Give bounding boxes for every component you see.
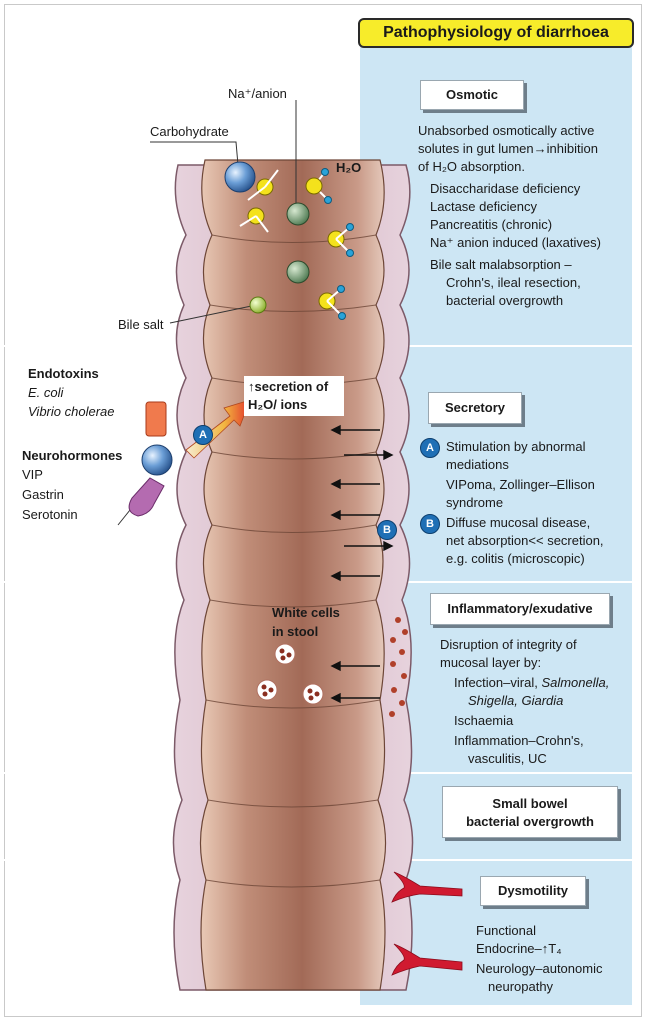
osmotic-cause: Na⁺ anion induced (laxatives): [430, 235, 601, 250]
small-bowel-heading-line: Small bowel: [492, 796, 568, 811]
osmotic-cause: Bile salt malabsorption –: [430, 257, 572, 272]
endotoxins-heading: Endotoxins: [28, 366, 99, 381]
secretory-a-line: Stimulation by abnormal: [446, 439, 586, 454]
dysmotility-line: Neurology–autonomic: [476, 961, 603, 976]
inflammatory-infection: Infection–viral, Salmonella,: [454, 674, 609, 692]
small-bowel-heading: Small bowel bacterial overgrowth: [442, 786, 618, 838]
infection-pathogen: Shigella, Giardia: [468, 693, 564, 708]
marker-a-diagram: A: [193, 425, 213, 445]
neurohormone-item: VIP: [22, 467, 43, 482]
inflammatory-line: mucosal layer by:: [440, 655, 542, 670]
secretion-label: ↑secretion of H₂O/ ions: [244, 376, 344, 416]
marker-a: A: [420, 438, 440, 458]
inflammatory-line: Disruption of integrity of: [440, 637, 577, 652]
infection-prefix: Infection–viral,: [454, 675, 542, 690]
inflammatory-heading: Inflammatory/exudative: [430, 593, 610, 625]
carbohydrate-label: Carbohydrate: [150, 124, 229, 139]
osmotic-cause: bacterial overgrowth: [446, 293, 564, 308]
osmotic-cause: Lactase deficiency: [430, 199, 537, 214]
secretory-b-line: Diffuse mucosal disease,: [446, 515, 591, 530]
neurohormones-heading: Neurohormones: [22, 448, 123, 463]
secretory-heading: Secretory: [428, 392, 522, 424]
dysmotility-line: Functional: [476, 923, 536, 938]
osmotic-cause: Crohn's, ileal resection,: [446, 275, 581, 290]
endotoxin-item: Vibrio cholerae: [28, 404, 115, 419]
bile-salt-label: Bile salt: [118, 317, 164, 332]
infection-pathogen: Salmonella,: [541, 675, 610, 690]
osmotic-cause: Pancreatitis (chronic): [430, 217, 553, 232]
secretion-label-line: ↑secretion of: [248, 379, 329, 394]
osmotic-desc-2: solutes in gut lumen→inhibition: [418, 141, 598, 156]
dysmotility-heading: Dysmotility: [480, 876, 586, 906]
endotoxin-item: E. coli: [28, 385, 64, 400]
white-cells-label: White cells: [272, 605, 340, 620]
secretory-b-line: net absorption<< secretion,: [446, 533, 604, 548]
secretion-label-line: H₂O/ ions: [248, 397, 308, 412]
secretory-b-line: e.g. colitis (microscopic): [446, 551, 585, 566]
secretory-a-line: mediations: [446, 457, 509, 472]
small-bowel-heading-line: bacterial overgrowth: [466, 814, 594, 829]
osmotic-desc-3: of H₂O absorption.: [418, 159, 525, 174]
dysmotility-line: Endocrine–↑T₄: [476, 941, 562, 956]
secretory-a-line: syndrome: [446, 495, 504, 510]
dysmotility-line: neuropathy: [488, 979, 554, 994]
secretory-a-line: VIPoma, Zollinger–Ellison: [446, 477, 595, 492]
white-cells-label: in stool: [272, 624, 319, 639]
inflammatory-line: Ischaemia: [454, 713, 514, 728]
h2o-label: H₂O: [336, 160, 362, 175]
inflammatory-line: vasculitis, UC: [468, 751, 547, 766]
inflammatory-line: Inflammation–Crohn's,: [454, 733, 584, 748]
osmotic-desc-1: Unabsorbed osmotically active: [418, 123, 595, 138]
neurohormone-item: Gastrin: [22, 487, 64, 502]
marker-b-diagram: B: [377, 520, 397, 540]
osmotic-cause: Disaccharidase deficiency: [430, 181, 581, 196]
na-anion-label: Na⁺/anion: [228, 86, 287, 101]
marker-b: B: [420, 514, 440, 534]
neurohormone-item: Serotonin: [22, 507, 78, 522]
figure-title: Pathophysiology of diarrhoea: [358, 18, 634, 48]
osmotic-heading: Osmotic: [420, 80, 524, 110]
